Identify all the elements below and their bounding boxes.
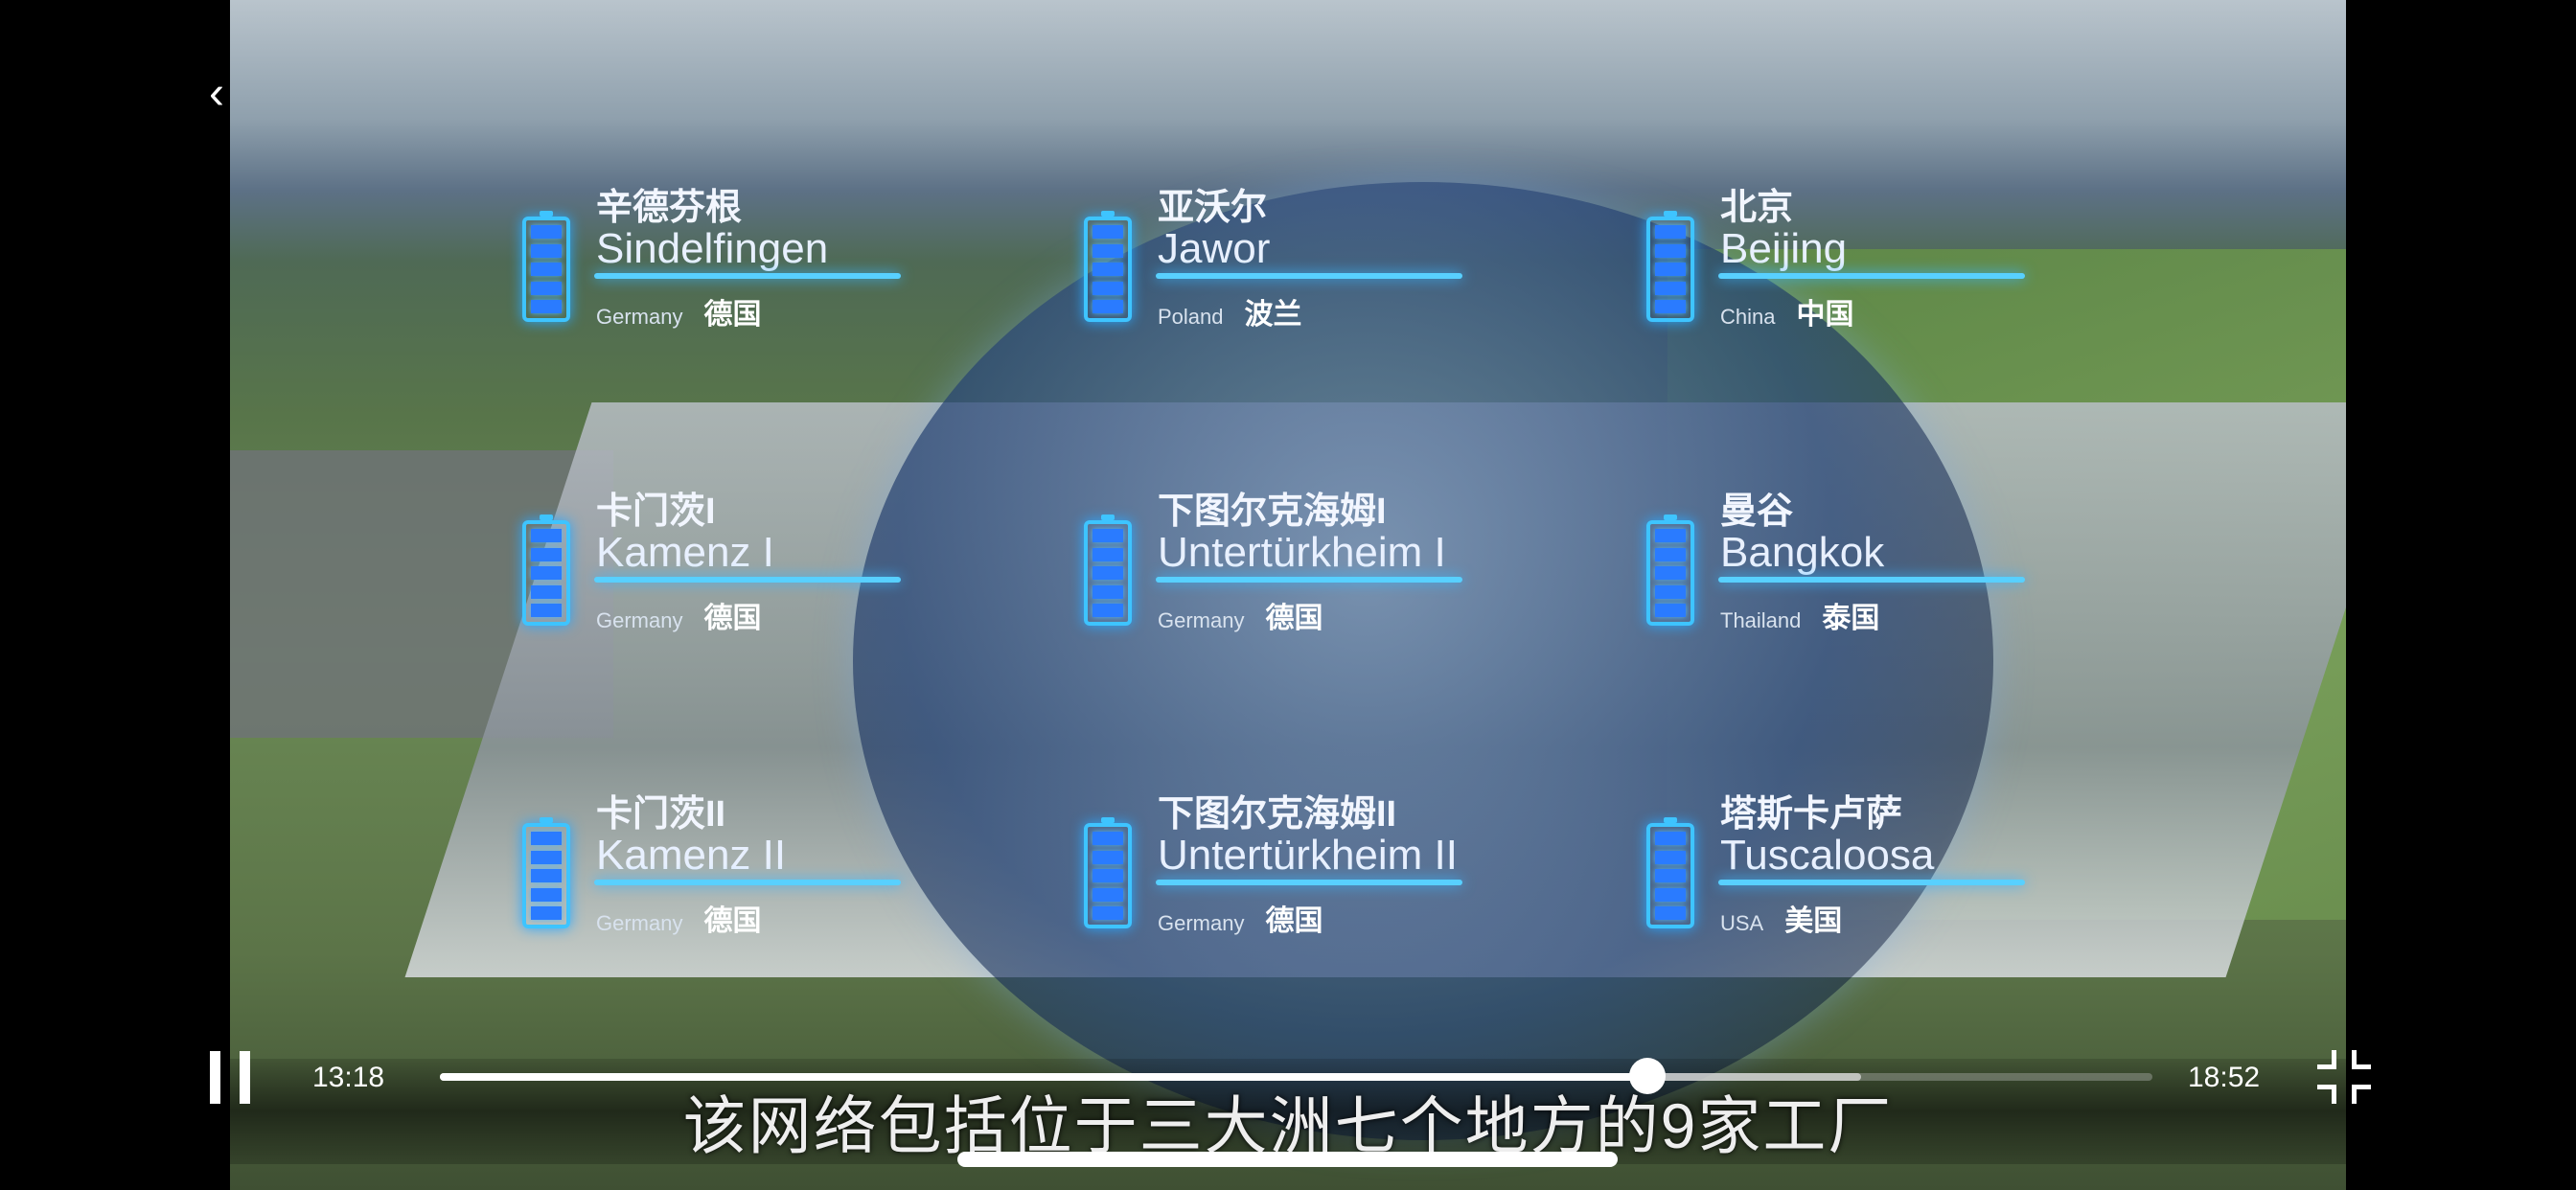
- factory-name-zh: 北京: [1720, 188, 1794, 228]
- country-zh: 德国: [703, 905, 762, 937]
- factory-card: 下图尔克海姆II Untertürkheim II Germany 德国: [1084, 794, 1541, 956]
- country-en: USA: [1720, 911, 1764, 935]
- divider-line: [1718, 273, 2025, 279]
- factory-card: 辛德芬根 Sindelfingen Germany 德国: [522, 188, 979, 350]
- battery-icon: [1646, 817, 1694, 928]
- battery-icon: [1646, 515, 1694, 626]
- divider-line: [1156, 577, 1462, 583]
- battery-icon: [522, 817, 570, 928]
- factory-card: 曼谷 Bangkok Thailand 泰国: [1646, 492, 2104, 653]
- battery-icon: [522, 515, 570, 626]
- factory-name-zh: 下图尔克海姆II: [1158, 794, 1397, 835]
- current-time: 13:18: [312, 1062, 385, 1093]
- country-zh: 德国: [703, 603, 762, 634]
- country-label: Germany 德国: [1158, 594, 1322, 636]
- factory-name-en: Tuscaloosa: [1720, 832, 1935, 879]
- country-en: China: [1720, 305, 1776, 329]
- country-label: Poland 波兰: [1158, 290, 1302, 332]
- exit-fullscreen-icon-part: [2317, 1085, 2336, 1104]
- divider-line: [594, 880, 901, 885]
- factory-name-zh: 卡门茨II: [596, 794, 726, 835]
- country-en: Germany: [596, 608, 683, 632]
- divider-line: [1718, 577, 2025, 583]
- home-indicator[interactable]: [957, 1152, 1618, 1167]
- country-zh: 德国: [1265, 603, 1323, 634]
- factory-name-en: Untertürkheim II: [1158, 832, 1458, 879]
- country-label: Germany 德国: [596, 290, 761, 332]
- factory-name-en: Kamenz II: [596, 832, 787, 879]
- back-button[interactable]: ‹: [209, 68, 224, 119]
- country-en: Germany: [1158, 608, 1245, 632]
- country-zh: 波兰: [1244, 299, 1302, 331]
- pause-icon-bar: [240, 1051, 250, 1104]
- factory-name-en: Jawor: [1158, 225, 1271, 272]
- factory-card: 亚沃尔 Jawor Poland 波兰: [1084, 188, 1541, 350]
- exit-fullscreen-button[interactable]: [2317, 1050, 2371, 1104]
- duration: 18:52: [2188, 1062, 2261, 1093]
- battery-icon: [1084, 211, 1132, 322]
- divider-line: [1156, 880, 1462, 885]
- country-label: Thailand 泰国: [1720, 594, 1879, 636]
- country-zh: 中国: [1796, 299, 1854, 331]
- factory-name-zh: 辛德芬根: [596, 188, 743, 228]
- progress-thumb[interactable]: [1628, 1058, 1666, 1094]
- factory-name-zh: 卡门茨I: [596, 492, 716, 532]
- country-zh: 美国: [1784, 905, 1843, 937]
- progress-slider[interactable]: [440, 1058, 2152, 1094]
- factory-name-zh: 下图尔克海姆I: [1158, 492, 1387, 532]
- globe-graphic: [853, 182, 1993, 1140]
- played-bar: [440, 1073, 1647, 1081]
- factory-name-en: Bangkok: [1720, 529, 1885, 576]
- country-zh: 德国: [703, 299, 762, 331]
- divider-line: [594, 577, 901, 583]
- factory-card: 塔斯卡卢萨 Tuscaloosa USA 美国: [1646, 794, 2104, 956]
- factory-name-en: Beijing: [1720, 225, 1848, 272]
- factory-card: 北京 Beijing China 中国: [1646, 188, 2104, 350]
- country-label: Germany 德国: [596, 594, 761, 636]
- exit-fullscreen-icon-part: [2352, 1050, 2371, 1069]
- pause-button[interactable]: [210, 1051, 250, 1104]
- exit-fullscreen-icon: [2317, 1050, 2336, 1069]
- subtitle: 该网络包括位于三大洲七个地方的9家工厂: [682, 1090, 1894, 1161]
- video-frame[interactable]: [230, 0, 2346, 1190]
- battery-icon: [1084, 515, 1132, 626]
- country-en: Germany: [1158, 911, 1245, 935]
- divider-line: [1718, 880, 2025, 885]
- factory-name-en: Kamenz I: [596, 529, 774, 576]
- country-zh: 德国: [1265, 905, 1323, 937]
- factory-name-en: Untertürkheim I: [1158, 529, 1446, 576]
- country-en: Poland: [1158, 305, 1224, 329]
- country-label: China 中国: [1720, 290, 1853, 332]
- factory-card: 下图尔克海姆I Untertürkheim I Germany 德国: [1084, 492, 1541, 653]
- factory-name-zh: 曼谷: [1720, 492, 1794, 532]
- factory-card: 卡门茨II Kamenz II Germany 德国: [522, 794, 979, 956]
- factory-name-en: Sindelfingen: [596, 225, 829, 272]
- divider-line: [1156, 273, 1462, 279]
- factory-card: 卡门茨I Kamenz I Germany 德国: [522, 492, 979, 653]
- country-label: Germany 德国: [596, 897, 761, 939]
- factory-name-zh: 亚沃尔: [1158, 188, 1268, 228]
- country-en: Thailand: [1720, 608, 1802, 632]
- country-label: USA 美国: [1720, 897, 1842, 939]
- exit-fullscreen-icon-part: [2352, 1085, 2371, 1104]
- factory-name-zh: 塔斯卡卢萨: [1720, 794, 1903, 835]
- country-en: Germany: [596, 305, 683, 329]
- country-label: Germany 德国: [1158, 897, 1322, 939]
- country-en: Germany: [596, 911, 683, 935]
- battery-icon: [522, 211, 570, 322]
- battery-icon: [1084, 817, 1132, 928]
- pause-icon: [210, 1051, 220, 1104]
- country-zh: 泰国: [1822, 603, 1880, 634]
- divider-line: [594, 273, 901, 279]
- battery-icon: [1646, 211, 1694, 322]
